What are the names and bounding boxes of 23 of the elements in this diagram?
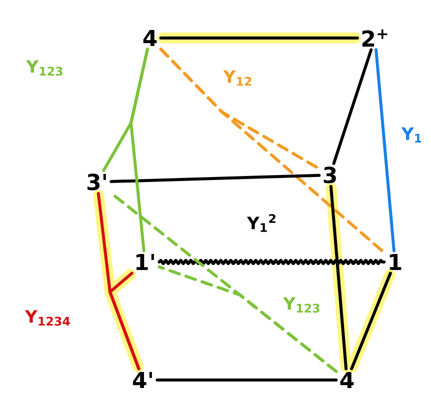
connector-line <box>159 48 386 254</box>
node-label: 2$^{+}$ <box>362 29 388 47</box>
node-label: 4' <box>132 372 152 388</box>
node-label: 3 <box>324 166 336 184</box>
node-label: 4 <box>340 372 354 388</box>
edge-label: Y$_{123}$ <box>282 296 322 314</box>
connector-line <box>332 48 373 165</box>
connector-line <box>110 174 321 184</box>
connector-line <box>159 36 359 40</box>
connector-line <box>156 378 338 382</box>
node-label: 3' <box>87 174 106 190</box>
edge-label: Y$_{1234}$ <box>24 309 72 327</box>
node-label: 1' <box>136 254 154 270</box>
connector-line <box>374 48 396 252</box>
edge-label: Y$_{1}$2 <box>246 213 278 233</box>
connector-line <box>129 48 149 252</box>
node-label: 4 <box>143 30 157 46</box>
edge-label: Y$_{1}$ <box>400 126 424 144</box>
edge-label: Y$_{123}$ <box>25 59 65 77</box>
connector-line <box>158 258 386 266</box>
edge-label: Y$_{12}$ <box>222 69 254 87</box>
node-label: 1 <box>390 254 402 270</box>
connector-line <box>158 265 338 373</box>
